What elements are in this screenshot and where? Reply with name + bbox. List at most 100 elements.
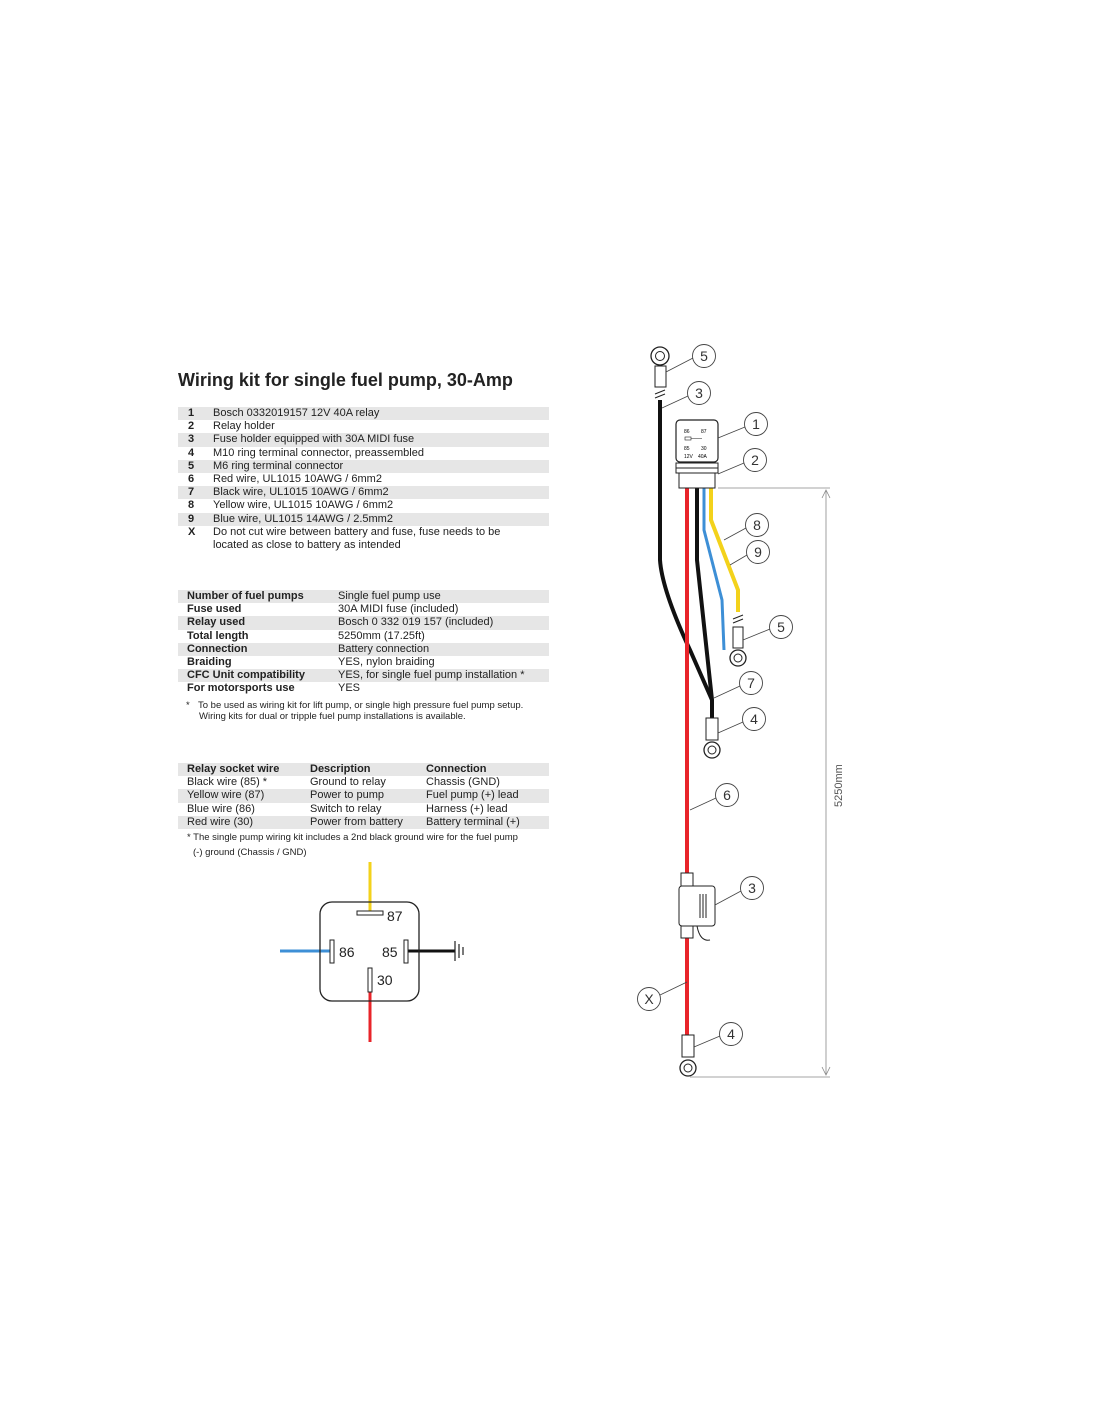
callout-label: X bbox=[644, 991, 654, 1007]
dimension-label: 5250mm bbox=[833, 764, 845, 807]
ring-terminal-icon bbox=[703, 741, 721, 759]
list-item-continued: located as close to battery as intended bbox=[213, 538, 401, 551]
relay-face-86: 86 bbox=[684, 429, 690, 435]
harness-diagram: 86 87 85 30 12V 40A bbox=[650, 346, 845, 1078]
pin-label-30: 30 bbox=[377, 972, 393, 988]
yellow-wire bbox=[709, 488, 740, 612]
relay-holder-body bbox=[678, 472, 716, 489]
callout-circle bbox=[637, 987, 661, 1011]
callout-label: 5 bbox=[777, 619, 785, 635]
callout-label: 4 bbox=[750, 711, 758, 727]
pin-label-87: 87 bbox=[387, 908, 403, 924]
relay-face-volt: 12V bbox=[684, 454, 694, 460]
ring-terminal-icon bbox=[679, 1059, 697, 1077]
page-title: Wiring kit for single fuel pump, 30-Amp bbox=[178, 370, 513, 390]
wire-break-icon bbox=[654, 389, 666, 399]
callout-leaders bbox=[659, 357, 771, 1048]
callouts: 5 3 1 2 8 9 5 7 4 6 3X 4 bbox=[637, 344, 793, 1046]
callout-label: 3 bbox=[695, 385, 703, 401]
blue-wire bbox=[702, 488, 726, 651]
pin-label-85: 85 bbox=[382, 944, 398, 960]
callout-label: 5 bbox=[700, 348, 708, 364]
relay-icon bbox=[675, 419, 719, 463]
terminal-sleeve bbox=[681, 1034, 695, 1058]
ring-hole bbox=[655, 351, 665, 361]
terminal-sleeve bbox=[732, 626, 744, 649]
socket-footnote: * The single pump wiring kit includes a … bbox=[187, 832, 518, 858]
ring-terminal-icon bbox=[729, 649, 747, 667]
callout-circle bbox=[746, 540, 770, 564]
callout-circle bbox=[742, 707, 766, 731]
ring-terminal-icon bbox=[650, 346, 670, 366]
callout-label: 2 bbox=[751, 452, 759, 468]
callout-circle bbox=[740, 876, 764, 900]
ring-hole bbox=[683, 1063, 693, 1073]
specs-footnote: * To be used as wiring kit for lift pump… bbox=[186, 700, 524, 722]
black-relay-wire bbox=[695, 488, 714, 718]
relay-face-30: 30 bbox=[701, 446, 707, 452]
pin-30 bbox=[367, 967, 373, 993]
callout-circle bbox=[692, 344, 716, 368]
relay-holder-ring bbox=[675, 467, 719, 474]
pin-87 bbox=[356, 910, 384, 916]
ring-hole bbox=[733, 653, 743, 663]
callout-circle bbox=[687, 381, 711, 405]
pin-86 bbox=[329, 939, 335, 964]
wire-break-icon bbox=[732, 614, 744, 624]
callout-label: 3 bbox=[748, 880, 756, 896]
callout-circle bbox=[743, 448, 767, 472]
callout-circle bbox=[769, 615, 793, 639]
callout-label: 9 bbox=[754, 544, 762, 560]
terminal-sleeve bbox=[654, 365, 667, 388]
fuse-holder-icon bbox=[678, 872, 716, 941]
ground-icon bbox=[454, 941, 464, 961]
callout-circle bbox=[745, 513, 769, 537]
callout-circle bbox=[715, 783, 739, 807]
pin-label-86: 86 bbox=[339, 944, 355, 960]
dimension-line bbox=[690, 487, 831, 1078]
callout-circle bbox=[744, 412, 768, 436]
relay-face-amp: 40A bbox=[698, 454, 708, 460]
terminal-sleeve bbox=[705, 717, 719, 741]
relay-outline bbox=[319, 901, 420, 1002]
callout-label: 4 bbox=[727, 1026, 735, 1042]
relay-face-85: 85 bbox=[684, 446, 690, 452]
callout-label: 7 bbox=[747, 675, 755, 691]
pin-85 bbox=[403, 939, 409, 964]
callout-label: 8 bbox=[753, 517, 761, 533]
relay-holder-icon bbox=[675, 462, 719, 469]
ring-hole bbox=[707, 745, 717, 755]
relay-face-87: 87 bbox=[701, 429, 707, 435]
callout-label: 1 bbox=[752, 416, 760, 432]
callout-circle bbox=[719, 1022, 743, 1046]
callout-label: 6 bbox=[723, 787, 731, 803]
callout-circle bbox=[739, 671, 763, 695]
